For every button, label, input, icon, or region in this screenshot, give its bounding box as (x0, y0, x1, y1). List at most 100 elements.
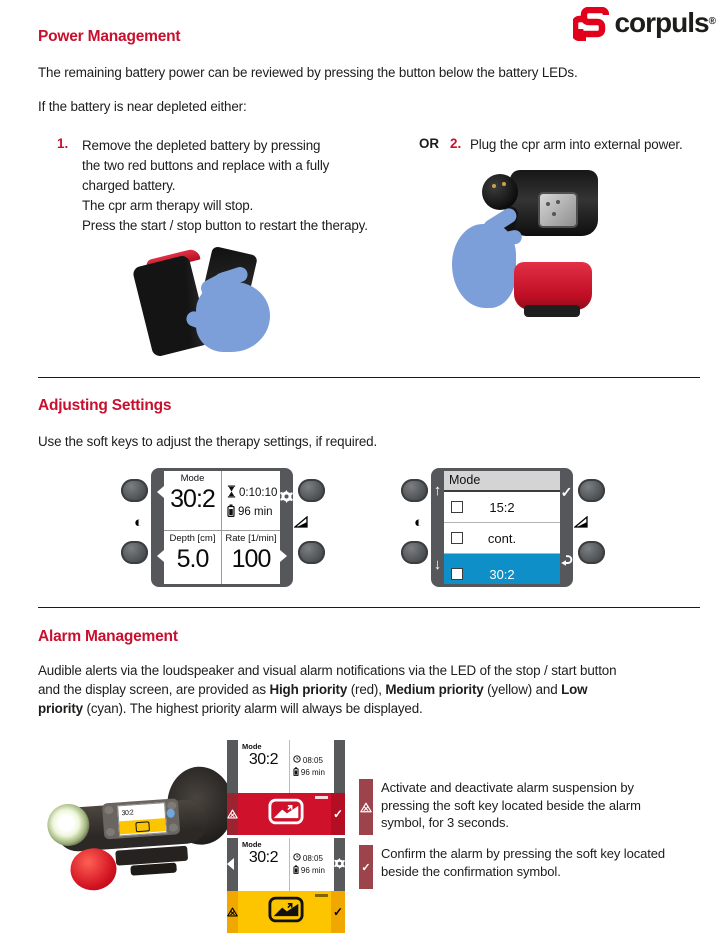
rate-value: 100 (231, 544, 272, 573)
section-divider (38, 377, 700, 378)
power-plug (482, 174, 518, 210)
check-icon: ✓ (560, 484, 573, 500)
menu-title: Mode (444, 471, 560, 492)
arrow-up-icon: ↑ (433, 482, 442, 499)
mode-value: 30:2 (248, 751, 279, 768)
adjusting-paragraph: Use the soft keys to adjust the therapy … (38, 434, 378, 449)
arrow-down-icon: ↓ (433, 556, 442, 573)
note-line: Confirm the alarm by pressing the soft k… (381, 846, 666, 861)
step-2-number: 2. (450, 136, 462, 151)
soft-key-top-left (121, 479, 148, 502)
corpuls-logo-glyph-icon (572, 6, 610, 46)
plug-pin (502, 182, 506, 186)
contrast-icon: ◐ (134, 514, 144, 531)
display-bezel: ↑ ↓ ✓ Mode 15:2 cont. 30:2 (431, 468, 573, 587)
step-2-text: Plug the cpr arm into external power. (470, 137, 683, 152)
note-line: pressing the soft key located beside the… (381, 797, 641, 813)
menu-option-label: cont. (487, 530, 517, 546)
menu-option-15-2: 15:2 (444, 492, 560, 523)
step-1-line: Remove the depleted battery by pressing (82, 138, 321, 153)
cpr-arm-device-photo: 30:2 (42, 757, 237, 907)
mute-indicator (166, 808, 176, 819)
registered-mark: ® (708, 16, 716, 27)
menu-option-label: 15:2 (489, 499, 515, 515)
gear-icon (280, 490, 293, 508)
battery-remaining-value: 96 min (300, 768, 325, 777)
step-1-number: 1. (57, 136, 69, 151)
mode-value: 30:2 (248, 849, 279, 866)
battery-remaining-value: 96 min (300, 866, 325, 875)
alarm-code-mark (315, 894, 328, 897)
time-value: 08:05 (302, 755, 323, 765)
check-icon: ✓ (331, 793, 345, 835)
alarm-confirm-note: Confirm the alarm by pressing the soft k… (381, 845, 665, 880)
alarm-screen-high-priority: Mode 30:2 08:05 96 min (227, 740, 345, 835)
note-line: beside the confirmation symbol. (381, 863, 561, 879)
battery-icon (227, 504, 235, 520)
rate-label: Rate [1/min] (225, 532, 277, 544)
speaker-icon (293, 515, 308, 531)
adjusting-settings-heading: Adjusting Settings (38, 397, 172, 414)
time-value: 08:05 (302, 853, 323, 863)
step-1-line: The cpr arm therapy will stop. (82, 198, 254, 213)
battery-remaining-value: 96 min (238, 506, 273, 518)
or-label: OR (419, 136, 440, 151)
mode-label: Mode (180, 473, 205, 484)
cpr-arm-alarm-icon (268, 798, 304, 830)
soft-key-bottom-left (401, 541, 428, 564)
start-stop-button (69, 846, 118, 892)
menu-option-30-2-selected: 30:2 (444, 554, 560, 584)
battery-icon (293, 767, 299, 778)
arm-underside (115, 845, 189, 866)
clock-icon (293, 853, 301, 863)
note-line: Activate and deactivate alarm suspension… (381, 780, 634, 795)
check-icon: ✓ (331, 891, 345, 933)
clock-icon (293, 755, 301, 765)
alarm-paragraph-line: Audible alerts via the loudspeaker and v… (38, 663, 617, 678)
cpr-display-mode-menu: ◐ ↑ ↓ ✓ Mode 15:2 cont. (401, 466, 605, 590)
red-collar (514, 262, 592, 310)
checkbox-checked (451, 568, 463, 580)
alarm-paragraph: Audible alerts via the loudspeaker and v… (38, 661, 617, 718)
mode-value: 30:2 (170, 485, 216, 513)
cpr-arm-alarm-icon (268, 896, 304, 928)
menu-option-label: 30:2 (489, 566, 515, 582)
power-paragraph-1: The remaining battery power can be revie… (38, 65, 578, 80)
bezel-notch (157, 486, 164, 498)
power-management-heading: Power Management (38, 28, 181, 45)
depth-value: 5.0 (176, 544, 210, 573)
alarm-screen-medium-priority: Mode 30:2 08:05 96 min (227, 838, 345, 933)
gear-icon (334, 856, 345, 874)
mode-menu-screen: Mode 15:2 cont. 30:2 (444, 471, 560, 584)
step-1-line: Press the start / stop button to restart… (82, 218, 368, 233)
soft-key-top-right (298, 479, 325, 502)
soft-key-bottom-left (121, 541, 148, 564)
mode-label: Mode (242, 742, 262, 751)
alarm-suspend-icon (227, 793, 238, 835)
cpr-display-main: ◐ Mode 30:2 0:10:10 (121, 466, 325, 590)
brand-wordmark: corpuls® (614, 7, 716, 38)
checkbox-unchecked (451, 532, 463, 544)
alarm-suspension-note: Activate and deactivate alarm suspension… (381, 779, 641, 832)
power-socket-plate (538, 192, 578, 228)
step-1-text: Remove the depleted battery by pressing … (82, 136, 368, 236)
checkbox-unchecked (451, 501, 463, 513)
mini-display: 30:2 (117, 802, 168, 837)
confirm-icon: ✓ (359, 845, 373, 889)
section-divider (38, 607, 700, 608)
hourglass-icon (227, 485, 236, 501)
therapy-time-value: 0:10:10 (239, 487, 278, 499)
therapy-screen: Mode 30:2 0:10:10 96 min (164, 471, 280, 584)
bezel-notch (280, 550, 287, 562)
alarm-suspend-icon (359, 779, 373, 835)
depth-label: Depth [cm] (169, 532, 216, 544)
display-module: 30:2 (101, 798, 181, 840)
soft-key-bottom-right (578, 541, 605, 564)
alarm-paragraph-line: priority (cyan). The highest priority al… (38, 701, 423, 716)
speaker-icon (573, 515, 588, 531)
contrast-icon: ◐ (414, 514, 424, 531)
arm-base (524, 305, 580, 317)
note-line: symbol, for 3 seconds. (381, 815, 509, 830)
arm-underside (130, 862, 177, 876)
alarm-suspend-icon (227, 891, 238, 933)
